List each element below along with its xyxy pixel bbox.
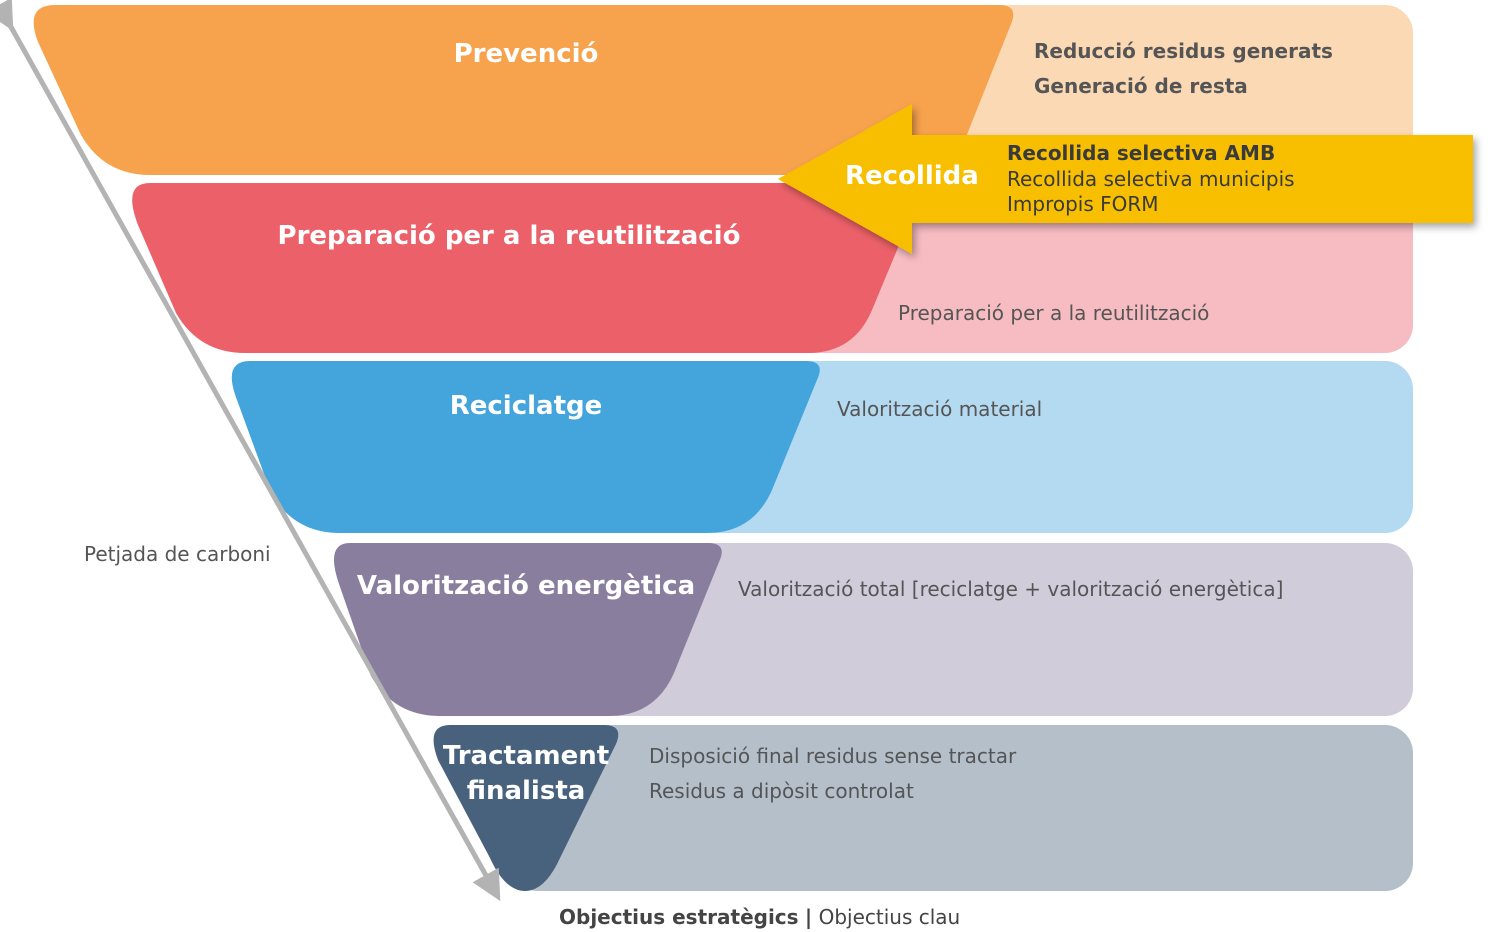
tier-desc-tractament-1: Disposició final residus sense tractar xyxy=(649,744,1017,768)
band-tractament xyxy=(510,725,1413,891)
tier-desc-preparacio-1: Preparació per a la reutilització xyxy=(898,301,1210,325)
collection-line-1: Recollida selectiva AMB xyxy=(1007,141,1276,165)
tier-shape-valoritzacio xyxy=(333,543,722,716)
footer-separator: | xyxy=(804,905,813,929)
tier-title-reciclatge: Reciclatge xyxy=(449,391,603,421)
carbon-footprint-arrow xyxy=(0,0,501,902)
tier-desc-valoritzacio-1: Valorització total [reciclatge + valorit… xyxy=(738,577,1284,601)
band-valoritzacio xyxy=(590,543,1413,716)
tier-title-preparacio: Preparació per a la reutilització xyxy=(277,221,741,251)
band-preparacio xyxy=(780,183,1413,353)
tier-desc-prevencio-1: Reducció residus generats xyxy=(1034,39,1333,63)
collection-arrow-title: Recollida xyxy=(845,161,979,191)
tier-shape-preparacio xyxy=(132,183,920,353)
collection-arrow-shape xyxy=(778,104,1473,254)
carbon-footprint-label: Petjada de carboni xyxy=(84,542,271,566)
tier-title-tractament: Tractament finalista xyxy=(443,739,609,809)
tier-title-tractament-line-1: Tractament xyxy=(442,741,610,771)
band-prevencio xyxy=(880,5,1413,175)
tier-title-valoritzacio: Valorització energètica xyxy=(356,571,696,601)
footer-bold-label: Objectius estratègics xyxy=(559,905,799,929)
tier-desc-reciclatge-1: Valorització material xyxy=(837,397,1043,421)
tier-desc-prevencio-2: Generació de resta xyxy=(1034,74,1248,98)
tier-title-tractament-line-2: finalista xyxy=(466,776,586,806)
footer-legend: Objectius estratègics | Objectius clau xyxy=(559,906,960,929)
band-reciclatge xyxy=(690,361,1413,533)
tier-desc-tractament-2: Residus a dipòsit controlat xyxy=(649,779,914,803)
tier-shape-reciclatge xyxy=(231,361,820,533)
collection-line-2: Recollida selectiva municipis xyxy=(1007,167,1295,191)
tier-title-prevencio: Prevenció xyxy=(453,39,599,69)
footer-normal-label: Objectius clau xyxy=(818,905,961,929)
collection-line-3: Impropis FORM xyxy=(1007,192,1159,216)
